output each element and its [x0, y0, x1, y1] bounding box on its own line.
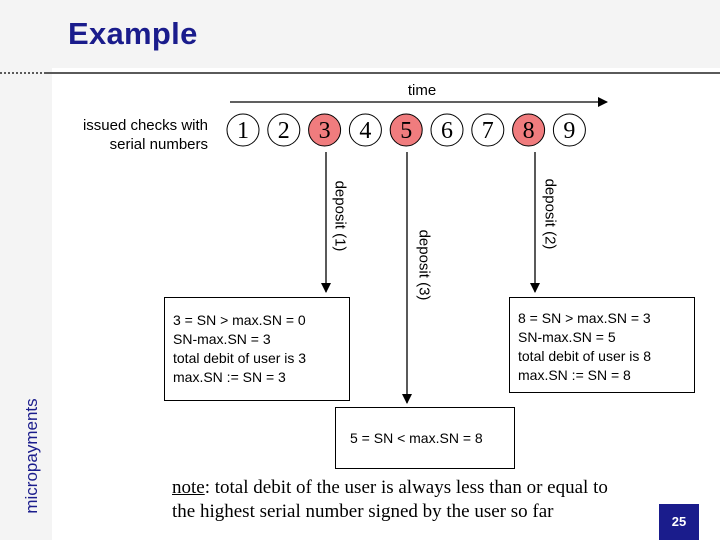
time-label: time — [407, 82, 437, 99]
check-5-circle — [389, 113, 423, 147]
check-4-circle — [348, 113, 382, 147]
check-7-circle — [471, 113, 505, 147]
check-6-label: 6 — [441, 118, 453, 144]
check-3-result-box: 3 = SN > max.SN = 0 SN-max.SN = 3 total … — [164, 297, 350, 401]
check-3-label: 3 — [319, 118, 331, 144]
check-1-label: 1 — [237, 118, 249, 144]
header-divider-dotted — [0, 72, 46, 74]
check-8-result-box: 8 = SN > max.SN = 3 SN-max.SN = 5 total … — [509, 297, 695, 393]
note-prefix: note — [172, 477, 205, 498]
left-band — [0, 0, 52, 540]
check-2-circle — [267, 113, 301, 147]
check-4-label: 4 — [359, 118, 371, 144]
note: note: total debit of the user is always … — [172, 476, 608, 524]
note-line-1: : total debit of the user is always less… — [204, 477, 608, 498]
check-2-label: 2 — [278, 118, 290, 144]
check-5-result-box: 5 = SN < max.SN = 8 — [335, 407, 515, 469]
check-7-label: 7 — [482, 118, 494, 144]
page-number: 25 — [659, 504, 699, 540]
check-8-label: 8 — [523, 118, 535, 144]
slide-title: Example — [68, 16, 198, 51]
check-3-circle — [308, 113, 342, 147]
deposit-1-label: deposit (1) — [331, 180, 349, 252]
checks-group: 1 2 3 4 5 6 7 8 9 — [226, 113, 586, 147]
deposit-2-label: deposit (2) — [541, 178, 559, 250]
check-5-label: 5 — [400, 118, 412, 144]
check-8-circle — [512, 113, 546, 147]
header-band — [52, 0, 720, 68]
check-9-label: 9 — [563, 118, 575, 144]
deposit-3-label: deposit (3) — [415, 229, 433, 301]
check-1-circle — [226, 113, 260, 147]
issued-checks-label: issued checks with serial numbers — [82, 117, 208, 153]
check-6-circle — [430, 113, 464, 147]
note-line-2: the highest serial number signed by the … — [172, 501, 554, 522]
check-9-circle — [552, 113, 586, 147]
header-divider — [46, 72, 720, 74]
